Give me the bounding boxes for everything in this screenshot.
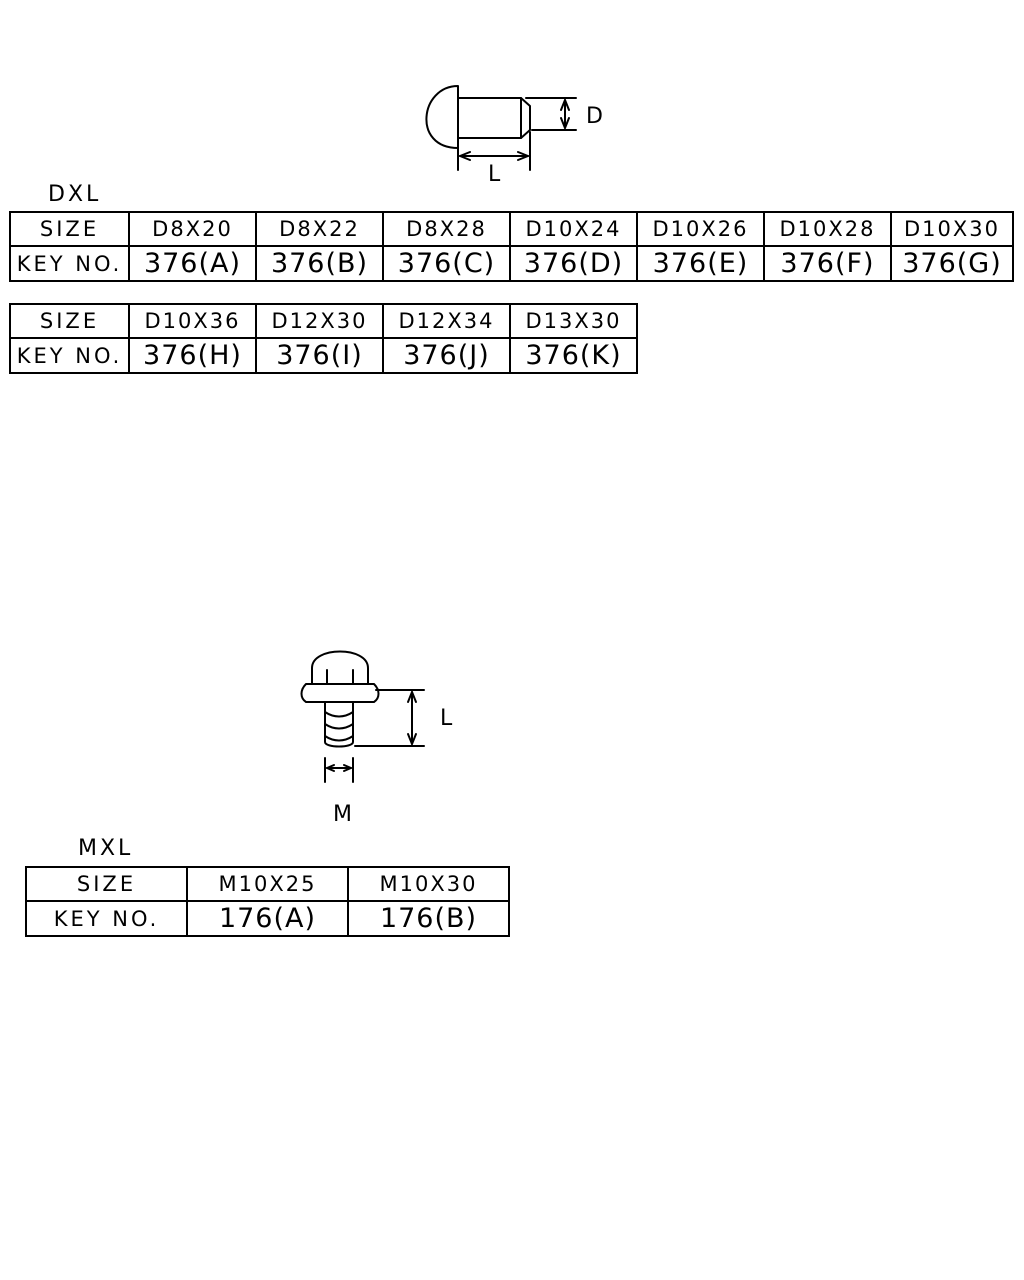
- bolt-flange: [300, 683, 380, 703]
- bolt-hex-head: [311, 650, 369, 685]
- key-cell: 376(J): [382, 337, 511, 374]
- size-cell: D8X20: [128, 211, 257, 247]
- key-cell: 376(E): [636, 245, 765, 282]
- size-cell: D10X24: [509, 211, 638, 247]
- size-header: SIZE: [9, 211, 130, 247]
- size-header: SIZE: [25, 866, 188, 902]
- key-cell: 376(H): [128, 337, 257, 374]
- rivet-dim-l-label: L: [488, 162, 501, 187]
- rivet-head: [425, 85, 459, 149]
- key-cell: 376(F): [763, 245, 892, 282]
- key-cell: 376(D): [509, 245, 638, 282]
- size-cell: D12X34: [382, 303, 511, 339]
- rivet-drawing: [425, 85, 577, 171]
- key-row: KEY NO. 176(A) 176(B): [25, 900, 510, 937]
- bolt-drawing: [300, 650, 425, 783]
- size-cell: M10X30: [347, 866, 510, 902]
- size-cell: D10X36: [128, 303, 257, 339]
- size-header: SIZE: [9, 303, 130, 339]
- rivet-size-table-1: SIZE D8X20 D8X22 D8X28 D10X24 D10X26 D10…: [9, 211, 1014, 282]
- key-row: KEY NO. 376(A) 376(B) 376(C) 376(D) 376(…: [9, 245, 1014, 282]
- key-header: KEY NO.: [9, 337, 130, 374]
- rivet-caption: DXL: [48, 182, 102, 207]
- key-cell: 176(A): [186, 900, 349, 937]
- size-row: SIZE M10X25 M10X30: [25, 866, 510, 902]
- size-cell: D10X26: [636, 211, 765, 247]
- size-cell: D8X22: [255, 211, 384, 247]
- bolt-size-table: SIZE M10X25 M10X30 KEY NO. 176(A) 176(B): [25, 866, 510, 937]
- size-cell: D8X28: [382, 211, 511, 247]
- size-row: SIZE D8X20 D8X22 D8X28 D10X24 D10X26 D10…: [9, 211, 1014, 247]
- key-cell: 376(I): [255, 337, 384, 374]
- size-cell: M10X25: [186, 866, 349, 902]
- bolt-dim-l-label: L: [440, 706, 453, 731]
- key-cell: 176(B): [347, 900, 510, 937]
- rivet-size-table-2: SIZE D10X36 D12X30 D12X34 D13X30 KEY NO.…: [9, 303, 638, 374]
- size-row: SIZE D10X36 D12X30 D12X34 D13X30: [9, 303, 638, 339]
- bolt-dim-m-label: M: [333, 802, 352, 827]
- size-cell: D13X30: [509, 303, 638, 339]
- rivet-dim-d-label: D: [586, 104, 603, 129]
- size-cell: D10X30: [890, 211, 1014, 247]
- bolt-caption: MXL: [78, 836, 134, 861]
- key-cell: 376(K): [509, 337, 638, 374]
- key-cell: 376(G): [890, 245, 1014, 282]
- key-header: KEY NO.: [25, 900, 188, 937]
- key-header: KEY NO.: [9, 245, 130, 282]
- key-cell: 376(C): [382, 245, 511, 282]
- rivet-shank: [457, 97, 531, 139]
- size-cell: D10X28: [763, 211, 892, 247]
- key-row: KEY NO. 376(H) 376(I) 376(J) 376(K): [9, 337, 638, 374]
- size-cell: D12X30: [255, 303, 384, 339]
- key-cell: 376(A): [128, 245, 257, 282]
- bolt-shank: [324, 701, 354, 748]
- key-cell: 376(B): [255, 245, 384, 282]
